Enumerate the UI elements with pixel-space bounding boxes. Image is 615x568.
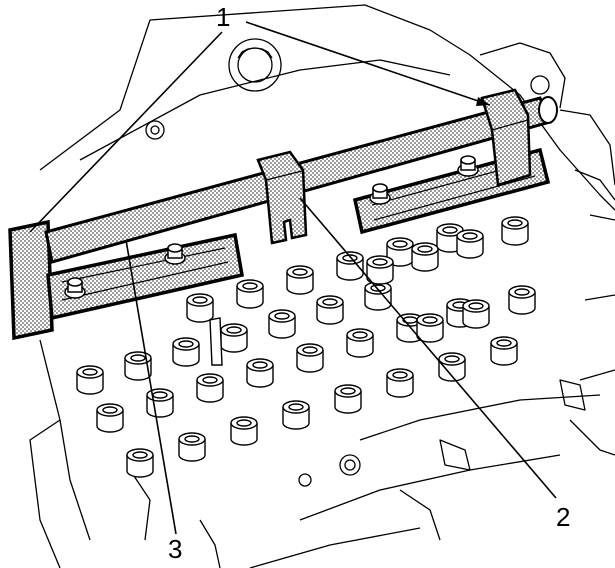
valve-lifter: [364, 281, 392, 311]
leader-line-1-right: [245, 21, 491, 106]
valve-lifter: [172, 337, 200, 367]
valve-lifter: [334, 384, 362, 414]
leader-lines: [29, 21, 557, 535]
left-plate-bolt: [164, 243, 186, 265]
valve-lifter-array: [76, 216, 536, 478]
right-plate-bolt: [457, 155, 479, 177]
valve-lifter: [346, 328, 374, 358]
valve-lifter: [296, 343, 324, 373]
center-sliding-bracket: [256, 150, 308, 245]
callout-label-1: 1: [216, 2, 231, 32]
valve-lifter: [282, 400, 310, 430]
valve-lifter: [146, 388, 174, 418]
valve-lifter: [438, 352, 466, 382]
valve-lifter: [411, 242, 439, 272]
valve-lifter: [416, 313, 444, 343]
valve-lifter: [490, 336, 518, 366]
valve-lifter: [268, 309, 296, 339]
valve-lifter: [286, 265, 314, 295]
leader-line-2: [299, 197, 557, 499]
leader-line-1-left: [29, 31, 223, 233]
valve-lifter: [386, 237, 414, 267]
leader-line-3: [125, 239, 177, 535]
valve-lifter: [230, 416, 258, 446]
valve-lifter: [508, 285, 536, 315]
callout-label-3: 3: [168, 534, 183, 564]
cylinder-head-background: [29, 4, 615, 568]
valve-lifter: [386, 368, 414, 398]
valve-lifter: [366, 255, 394, 285]
left-mounting-block: [8, 219, 245, 341]
valve-lifter: [178, 432, 206, 462]
valve-lifter: [462, 299, 490, 329]
right-end-bracket: [480, 88, 532, 187]
leader-arrowhead-1: [476, 97, 490, 106]
valve-lifter: [220, 323, 248, 353]
valve-lifter: [126, 448, 154, 478]
valve-lifter: [124, 351, 152, 381]
valve-lifter: [456, 229, 484, 259]
valve-lifter: [96, 403, 124, 433]
valve-lifter: [76, 365, 104, 395]
right-plate-bolt: [369, 183, 391, 205]
valve-lifter: [501, 216, 529, 246]
valve-stem: [209, 317, 223, 366]
callout-label-2: 2: [556, 502, 571, 532]
valve-lifter: [196, 373, 224, 403]
valve-lifter: [186, 293, 214, 323]
valve-lifter: [246, 358, 274, 388]
left-plate-bolt: [64, 277, 86, 299]
valve-lifter: [236, 279, 264, 309]
valve-lifter: [316, 295, 344, 325]
